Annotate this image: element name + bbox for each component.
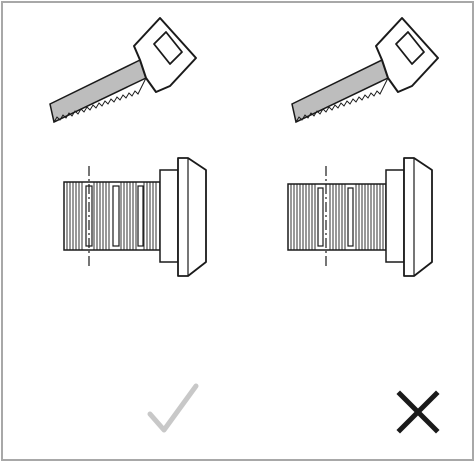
panel-left — [49, 17, 207, 433]
panel-right — [287, 17, 440, 434]
pipe-fitting — [63, 157, 207, 277]
saw-icon — [49, 17, 197, 124]
checkmark-icon — [147, 383, 199, 433]
pipe-fitting — [287, 157, 433, 277]
cross-icon — [396, 390, 440, 434]
saw-icon — [291, 17, 439, 124]
